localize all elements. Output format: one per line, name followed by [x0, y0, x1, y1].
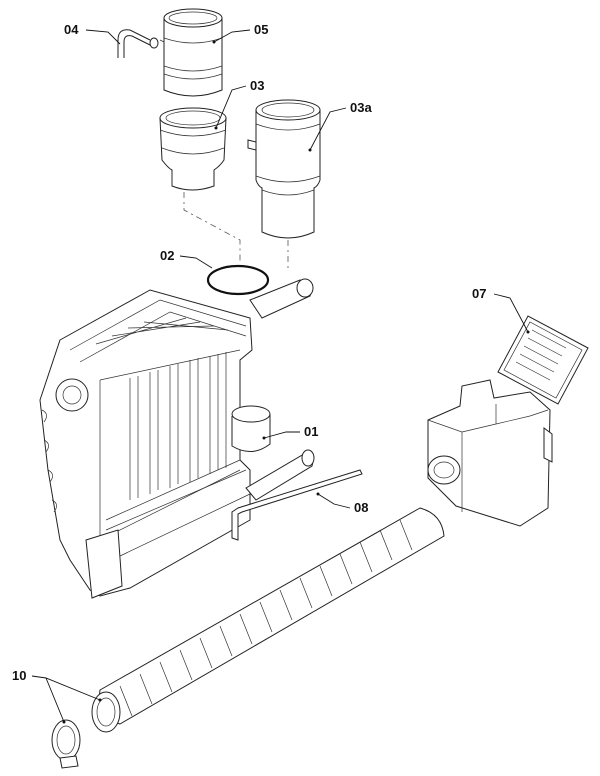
- part-03a-cylinder: [247, 99, 321, 239]
- assembly-guide-lines: [183, 192, 289, 270]
- part-03-cylinder: [159, 107, 227, 191]
- label-02: 02: [160, 248, 174, 263]
- label-10: 10: [12, 668, 26, 683]
- part-04-bent-pipe: [117, 29, 159, 58]
- part-05-cylinder: [159, 8, 223, 97]
- label-07: 07: [472, 286, 486, 301]
- label-03a: 03a: [350, 100, 372, 115]
- part-01-heat-exchanger: [39, 278, 315, 599]
- label-01: 01: [304, 424, 318, 439]
- label-05: 05: [254, 22, 268, 37]
- blower-housing: [427, 379, 553, 527]
- part-02-o-ring: [206, 264, 270, 296]
- part-08-tube: [231, 469, 363, 541]
- label-03: 03: [250, 78, 264, 93]
- part-07-filter-panel: [497, 315, 589, 405]
- callout-leaders: [31, 29, 530, 724]
- part-10-corrugated-hose: [51, 507, 445, 769]
- callout-labels: 04 05 03 03a 02 07 01 08 10: [12, 22, 486, 683]
- label-08: 08: [354, 500, 368, 515]
- label-04: 04: [64, 22, 79, 37]
